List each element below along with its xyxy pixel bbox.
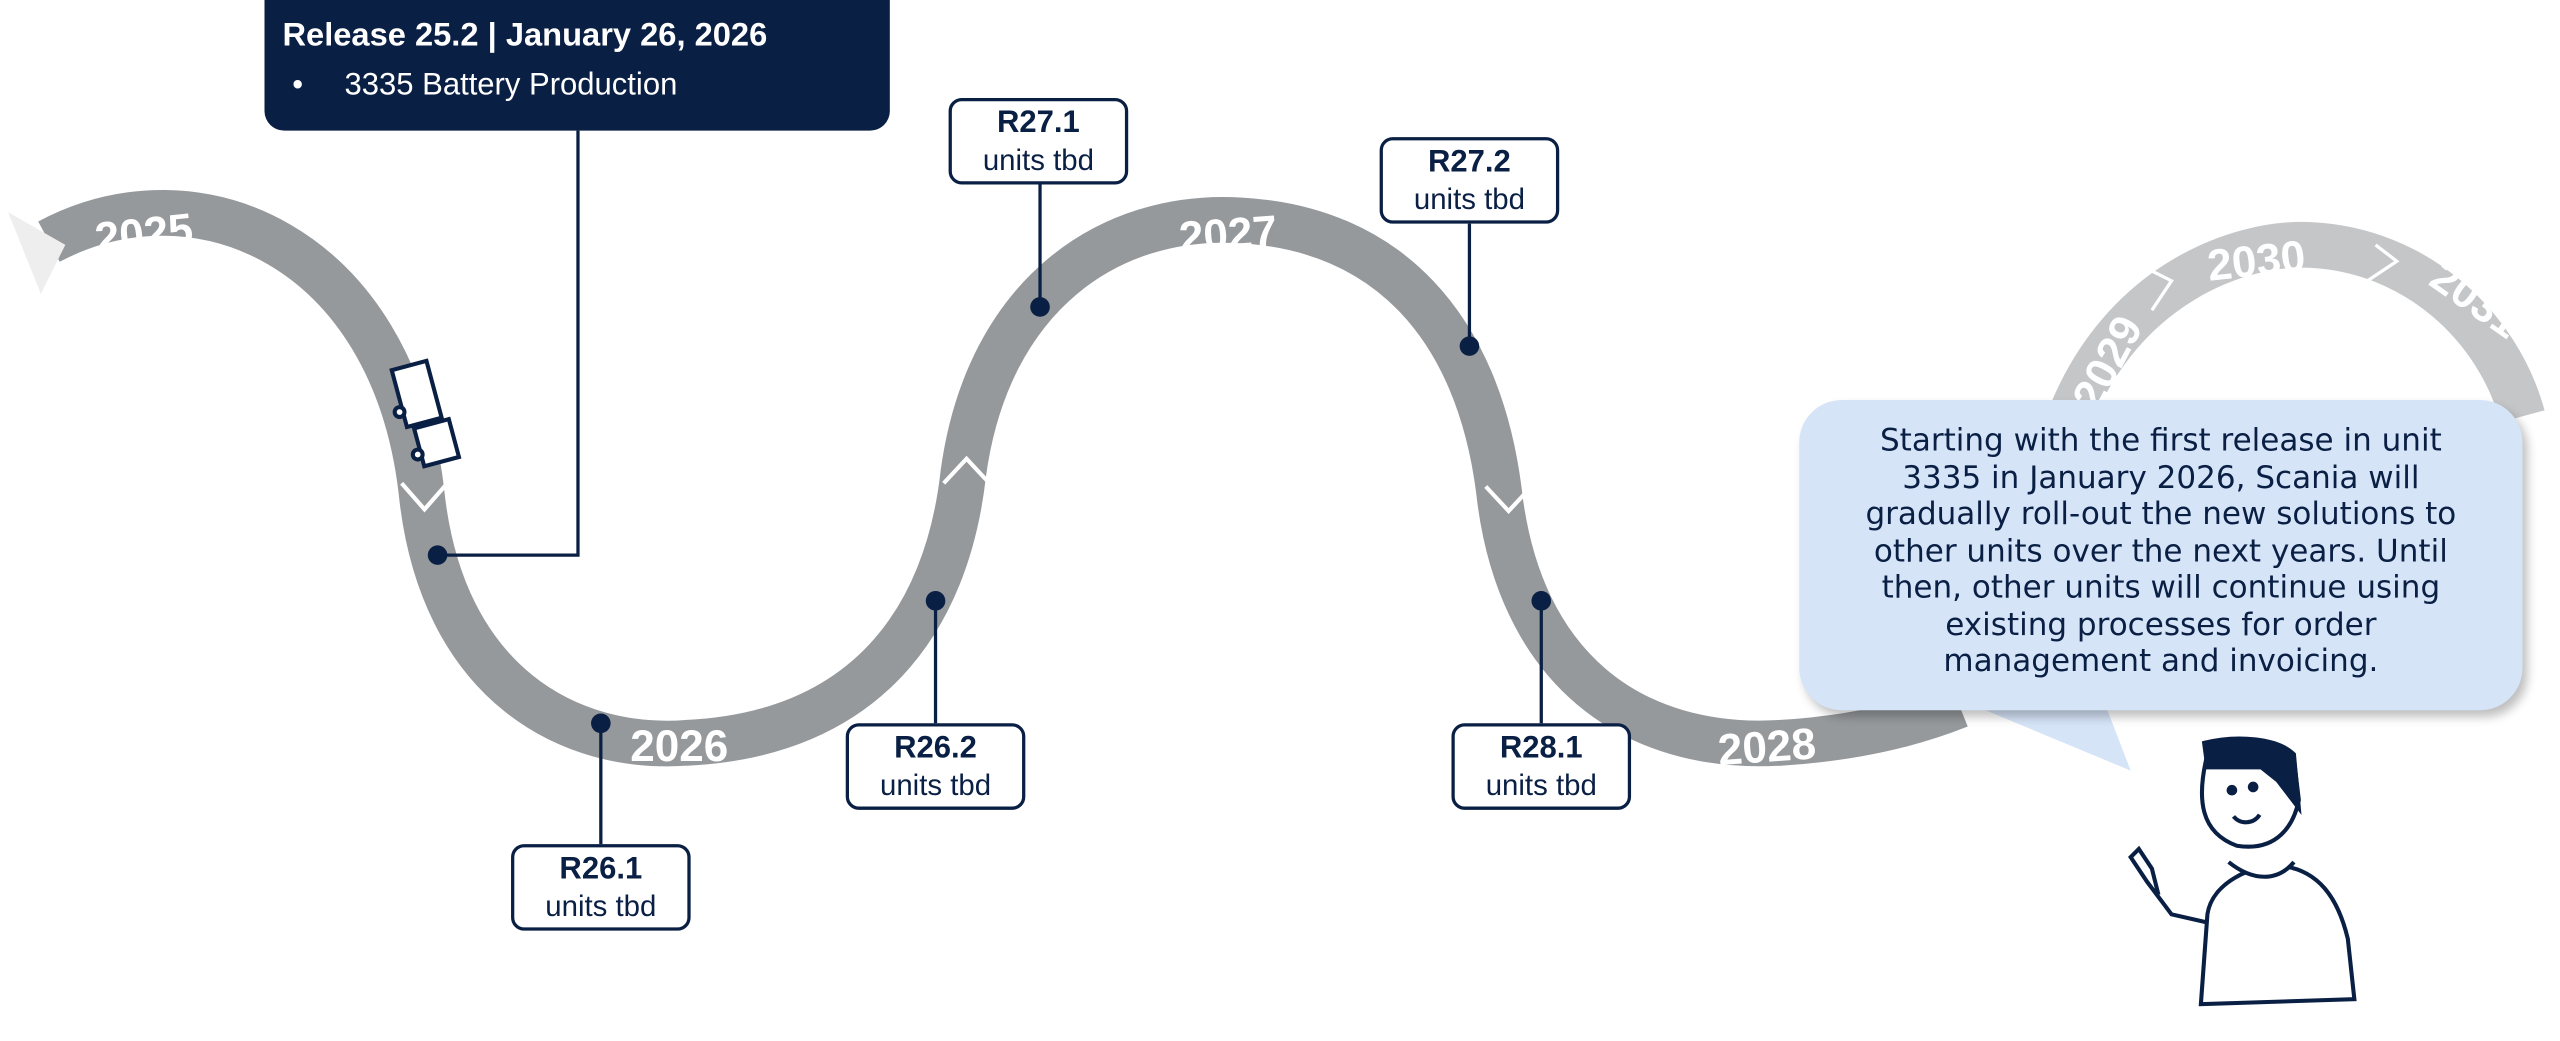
milestone-units: units tbd xyxy=(982,143,1094,177)
milestone-units: units tbd xyxy=(1413,182,1525,216)
milestone-dot xyxy=(925,591,946,611)
milestone-units: units tbd xyxy=(879,769,992,802)
bullet: • xyxy=(292,68,304,103)
milestone-dot xyxy=(1459,336,1480,356)
milestone-name: R28.1 xyxy=(1499,731,1583,766)
year-label: 2028 xyxy=(1716,719,1817,775)
future-road xyxy=(2049,221,2545,426)
milestone-dot xyxy=(1531,591,1552,611)
milestone-dot xyxy=(427,545,448,565)
milestone-units: units tbd xyxy=(1485,769,1597,802)
milestone-dot xyxy=(1030,297,1050,317)
chevron-up-icon xyxy=(942,455,991,485)
release-callout: Release 25.2 | January 26, 2026 • 3335 Ba… xyxy=(264,0,890,131)
future-arrow-2030 xyxy=(2150,269,2174,312)
release-item: 3335 Battery Production xyxy=(344,68,678,103)
milestone-dot xyxy=(591,713,611,734)
year-label: 2026 xyxy=(630,722,728,771)
main-road xyxy=(38,190,1968,767)
year-label: 2027 xyxy=(1177,207,1278,263)
connector-lines xyxy=(437,130,1543,845)
truck-icon xyxy=(389,358,462,469)
milestone-name: R27.1 xyxy=(996,106,1080,141)
speech-bubble: Starting with the first release in unit … xyxy=(1799,400,2523,711)
year-label: 2030 xyxy=(2205,232,2308,291)
milestone-name: R27.2 xyxy=(1428,145,1511,180)
release-title: Release 25.2 | January 26, 2026 xyxy=(282,17,768,54)
milestone-units: units tbd xyxy=(545,889,657,923)
chevron-down-icon xyxy=(1484,485,1533,515)
milestone-name: R26.2 xyxy=(894,731,977,766)
milestone-name: R26.1 xyxy=(559,852,643,887)
year-label: 2025 xyxy=(93,205,196,264)
future-arrow-2031 xyxy=(2366,243,2400,283)
chevron-down-icon xyxy=(400,481,449,513)
person-illustration xyxy=(2128,736,2357,1007)
